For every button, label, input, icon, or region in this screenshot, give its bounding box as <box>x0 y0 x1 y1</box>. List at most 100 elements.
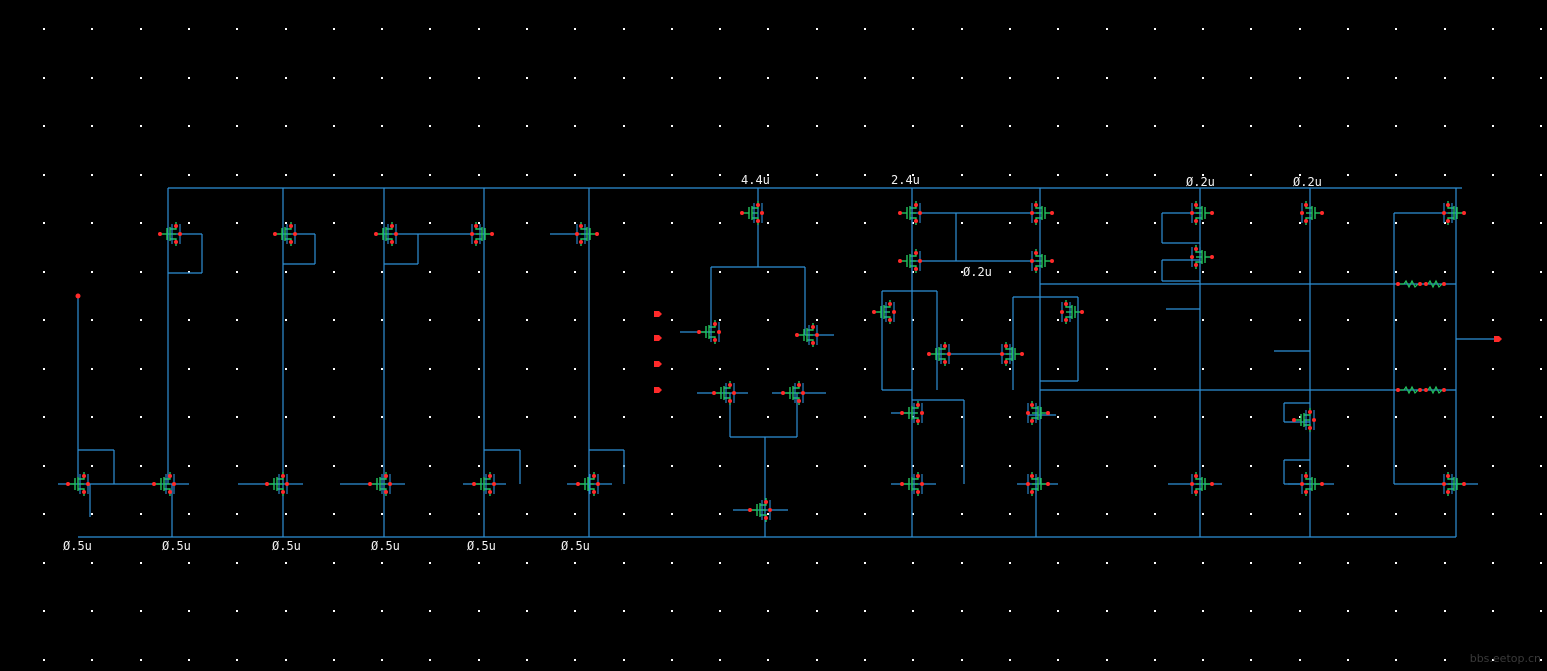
mosfet-device[interactable] <box>374 222 398 246</box>
grid-dot <box>671 659 673 661</box>
grid-dot <box>623 513 625 515</box>
grid-dot <box>1444 319 1446 321</box>
mosfet-device[interactable] <box>697 320 721 344</box>
port-pin[interactable] <box>654 335 662 341</box>
mosfet-device[interactable] <box>898 249 922 273</box>
mosfet-device[interactable] <box>900 401 924 425</box>
mosfet-device[interactable] <box>1292 408 1316 432</box>
grid-dot <box>816 28 818 30</box>
mosfet-device[interactable] <box>273 222 297 246</box>
grid-dot <box>961 174 963 176</box>
mosfet-device[interactable] <box>575 222 599 246</box>
grid-dot <box>526 125 528 127</box>
grid-dot <box>285 77 287 79</box>
grid-dot <box>285 271 287 273</box>
grid-dot <box>140 271 142 273</box>
mosfet-device[interactable] <box>1026 472 1050 496</box>
grid-dot <box>1154 77 1156 79</box>
mosfet-device[interactable] <box>1030 249 1054 273</box>
grid-dot <box>381 659 383 661</box>
mosfet-device[interactable] <box>872 300 896 324</box>
grid-dot <box>188 271 190 273</box>
grid-dot <box>961 610 963 612</box>
mosfet-device[interactable] <box>1300 201 1324 225</box>
grid-dot <box>333 610 335 612</box>
grid-dot <box>1250 125 1252 127</box>
grid-dot <box>1106 610 1108 612</box>
transistors[interactable] <box>66 201 1466 522</box>
grid-dot <box>333 368 335 370</box>
pins-and-resistors[interactable] <box>75 279 1503 395</box>
grid-dot <box>574 222 576 224</box>
grid-dot <box>623 174 625 176</box>
grid-dot <box>864 416 866 418</box>
grid-dot <box>1009 125 1011 127</box>
mosfet-device[interactable] <box>368 472 392 496</box>
resistor[interactable] <box>1396 279 1446 289</box>
grid-dot <box>91 513 93 515</box>
mosfet-device[interactable] <box>1442 472 1466 496</box>
grid-dot <box>236 125 238 127</box>
port-pin[interactable] <box>654 311 662 317</box>
grid-dot <box>719 77 721 79</box>
grid-dot <box>1299 513 1301 515</box>
mosfet-device[interactable] <box>1190 201 1214 225</box>
grid-dot <box>671 610 673 612</box>
port-pin[interactable] <box>654 387 662 393</box>
mosfet-device[interactable] <box>900 472 924 496</box>
grid-dot <box>1154 28 1156 30</box>
grid-dot <box>574 77 576 79</box>
grid-dot <box>912 28 914 30</box>
mosfet-device[interactable] <box>748 498 772 522</box>
mosfet-device[interactable] <box>152 472 176 496</box>
grid-dot <box>333 222 335 224</box>
grid-dot <box>1106 416 1108 418</box>
mosfet-device[interactable] <box>1300 472 1324 496</box>
grid-dot <box>1250 562 1252 564</box>
mosfet-device[interactable] <box>898 201 922 225</box>
mosfet-device[interactable] <box>1190 472 1214 496</box>
grid-dot <box>1057 174 1059 176</box>
grid-dot <box>671 174 673 176</box>
mosfet-device[interactable] <box>1442 201 1466 225</box>
grid-dot <box>1057 368 1059 370</box>
mosfet-device[interactable] <box>1026 401 1050 425</box>
resistor[interactable] <box>1396 385 1446 395</box>
grid-dot <box>43 77 45 79</box>
mosfet-device[interactable] <box>158 222 182 246</box>
grid-dot <box>333 416 335 418</box>
output-pin[interactable] <box>1494 336 1502 342</box>
input-pin[interactable] <box>75 293 81 299</box>
mosfet-device[interactable] <box>795 323 819 347</box>
grid-dot <box>1057 28 1059 30</box>
grid-dot <box>1492 562 1494 564</box>
grid-dot <box>864 610 866 612</box>
grid-dot <box>1347 125 1349 127</box>
grid-dot <box>188 28 190 30</box>
mosfet-device[interactable] <box>712 381 736 405</box>
mosfet-device[interactable] <box>1000 342 1024 366</box>
grid-dot <box>188 222 190 224</box>
mosfet-device[interactable] <box>781 381 805 405</box>
grid-dots <box>43 28 1542 661</box>
mosfet-device[interactable] <box>265 472 289 496</box>
grid-dot <box>719 610 721 612</box>
grid-dot <box>526 368 528 370</box>
grid-dot <box>526 174 528 176</box>
grid-dot <box>574 28 576 30</box>
grid-dot <box>478 416 480 418</box>
grid-dot <box>478 465 480 467</box>
mosfet-device[interactable] <box>1060 300 1084 324</box>
grid-dot <box>1347 416 1349 418</box>
port-pin[interactable] <box>654 361 662 367</box>
mosfet-device[interactable] <box>66 472 90 496</box>
mosfet-device[interactable] <box>1030 201 1054 225</box>
mosfet-device[interactable] <box>740 201 764 225</box>
grid-dot <box>719 513 721 515</box>
mosfet-device[interactable] <box>576 472 600 496</box>
mosfet-device[interactable] <box>927 342 951 366</box>
mosfet-device[interactable] <box>470 222 494 246</box>
mosfet-device[interactable] <box>1190 245 1214 269</box>
grid-dot <box>719 271 721 273</box>
mosfet-device[interactable] <box>472 472 496 496</box>
